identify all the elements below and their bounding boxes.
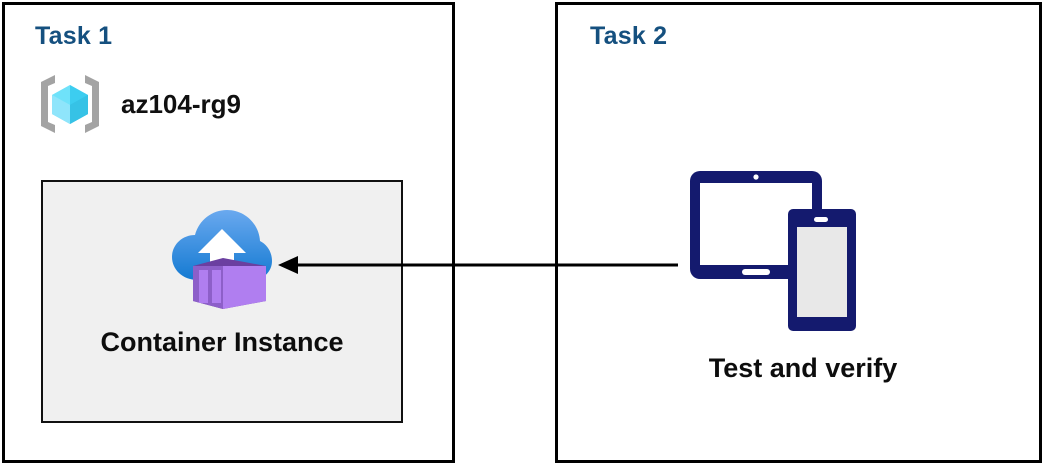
container-instance-box: Container Instance bbox=[41, 180, 403, 423]
resource-group-row: az104-rg9 bbox=[33, 67, 241, 141]
resource-group-label: az104-rg9 bbox=[121, 88, 241, 119]
devices-icon bbox=[688, 165, 878, 340]
panel-task-1-title: Task 1 bbox=[35, 22, 113, 50]
panel-task-2: Task 2 Test and verify bbox=[555, 2, 1042, 463]
resource-group-icon bbox=[33, 67, 107, 141]
panel-task-2-title: Task 2 bbox=[590, 22, 668, 50]
container-instance-label: Container Instance bbox=[100, 327, 344, 357]
panel-task-1: Task 1 az104-rg9 bbox=[2, 2, 455, 463]
devices-label: Test and verify bbox=[708, 353, 898, 383]
container-instance-icon bbox=[170, 204, 274, 312]
